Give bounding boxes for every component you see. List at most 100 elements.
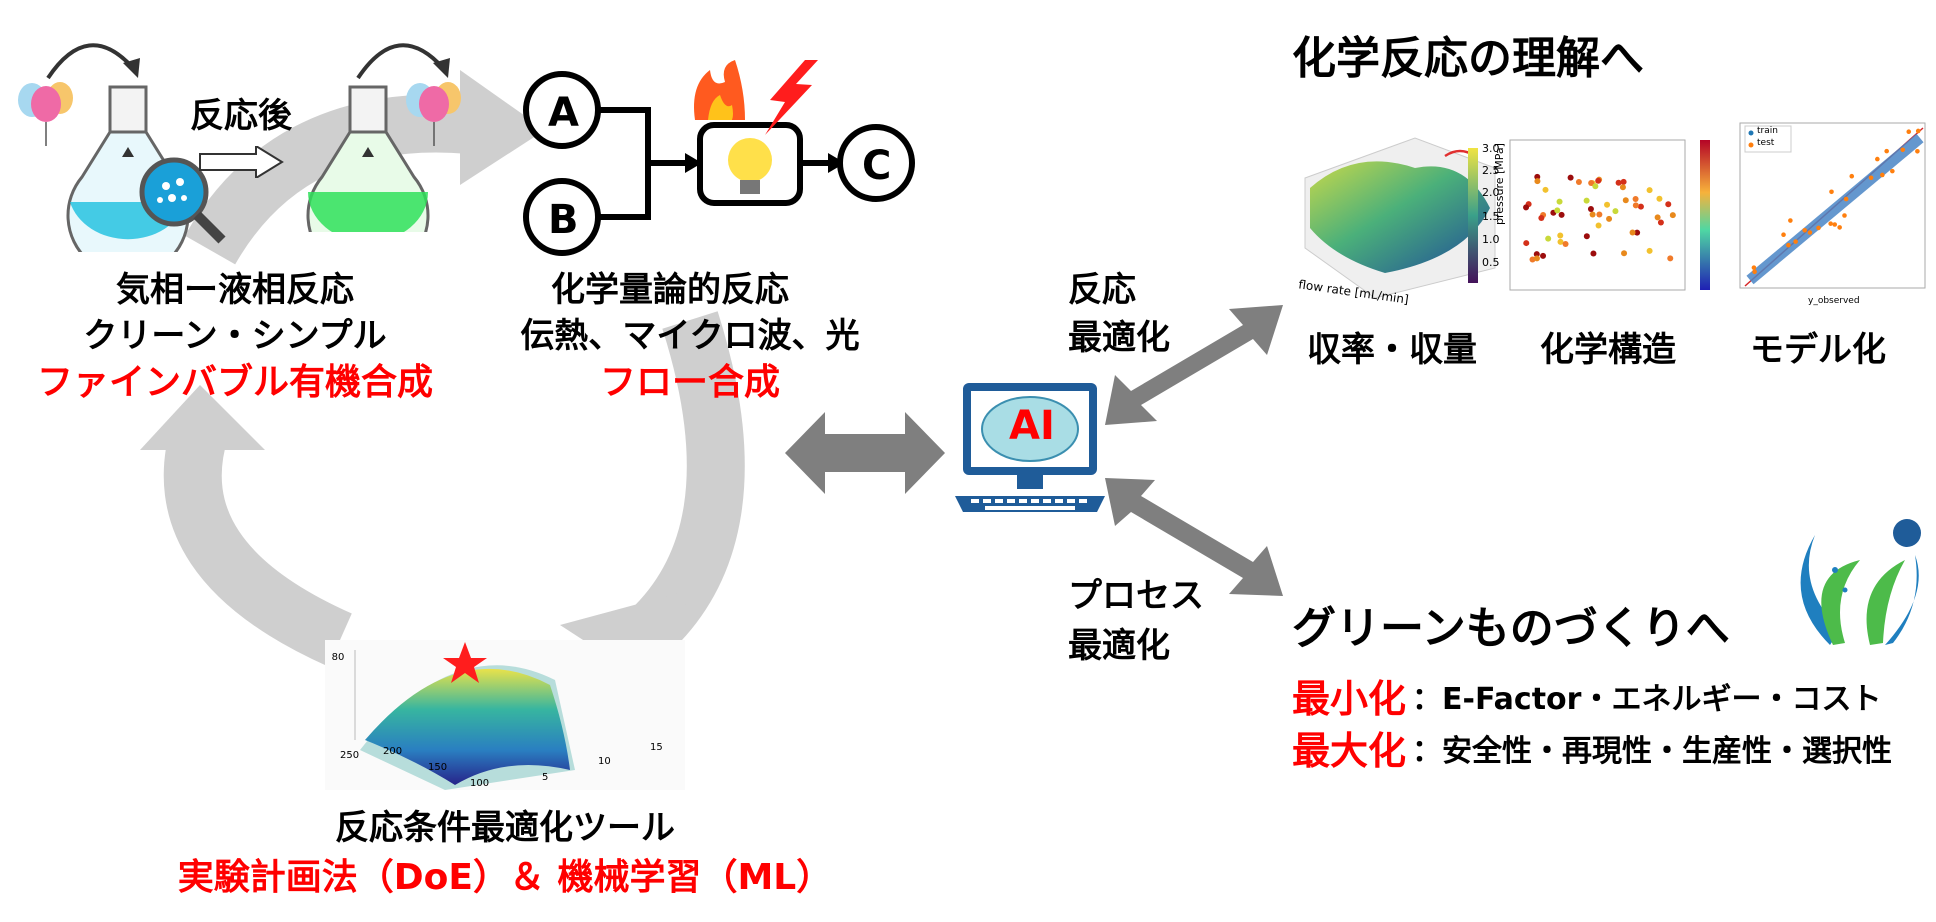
parity-test-point <box>1884 148 1889 154</box>
scatter-point <box>1557 232 1564 239</box>
doe-y-tick: 5 <box>542 772 549 783</box>
curved-arrow-icon <box>46 43 140 80</box>
scatter-point <box>1545 235 1552 242</box>
parity-test-point <box>1793 239 1798 244</box>
scatter-point <box>1538 215 1545 222</box>
colorbar-tick: 2.0 <box>1482 186 1500 199</box>
scatter-point <box>1654 214 1661 221</box>
panel3-caption: モデル化 <box>1750 330 1886 370</box>
parity-xlabel: y_observed <box>1808 296 1860 306</box>
stage2-line2: 伝熱、マイクロ波、光 <box>520 316 860 356</box>
right-arrow-icon <box>199 146 284 178</box>
scatter-point <box>1595 177 1602 184</box>
min-text: ：E-Factor・エネルギー・コスト <box>1412 682 1882 717</box>
ai-label: AI <box>1009 403 1055 449</box>
reaction-opt-line1: 反応 <box>1068 270 1136 310</box>
doe-z-tick: 80 <box>331 652 345 663</box>
parity-test-point <box>1843 196 1849 202</box>
curved-arrow-icon <box>356 43 450 80</box>
parity-test-point <box>1915 128 1921 134</box>
scatter-point <box>1656 195 1663 202</box>
scatter-point <box>1575 178 1582 185</box>
scatter-point <box>1534 178 1541 185</box>
colorbar-tick: 2.5 <box>1482 164 1500 177</box>
scatter-point <box>1542 186 1549 193</box>
parity-test-point <box>1816 225 1821 231</box>
scatter-point <box>1583 233 1590 240</box>
scatter-point <box>1589 211 1596 218</box>
parity-test-point <box>1828 221 1833 226</box>
doe-y-tick: 15 <box>650 742 663 753</box>
scatter-point <box>1634 229 1641 236</box>
scatter-point <box>1595 222 1602 229</box>
scatter-point <box>1669 212 1676 219</box>
doe-x-tick: 200 <box>383 746 403 757</box>
scatter-ylabel: pressure [MPa] <box>1493 143 1506 225</box>
understanding-title: 化学反応の理解へ <box>1292 33 1644 84</box>
process-opt-line2: 最適化 <box>1068 626 1170 666</box>
legend-train: train <box>1757 126 1778 136</box>
scatter-point <box>1523 204 1530 211</box>
doe-y-tick: 10 <box>598 756 611 767</box>
parity-test-point <box>1751 265 1757 270</box>
ai-monitor-icon <box>955 383 1105 512</box>
colorbar <box>1468 148 1478 283</box>
scatter-point <box>1562 240 1569 247</box>
diagonal-arrow-up-icon <box>1105 305 1283 425</box>
sprout-logo <box>1800 519 1921 645</box>
parity-test-point <box>1781 232 1786 238</box>
flask-bubbles-icon <box>66 85 226 252</box>
scatter-point <box>1592 183 1599 190</box>
pressure-scatter-plot <box>1509 139 1686 291</box>
stage1-line2: クリーン・シンプル <box>83 316 387 356</box>
scatter-point <box>1620 178 1627 185</box>
scatter-point <box>1632 202 1639 209</box>
scatter-point <box>1556 198 1563 205</box>
scatter-point <box>1612 208 1619 215</box>
parity-test-point <box>1752 269 1757 275</box>
flask-green-icon <box>306 85 430 232</box>
scatter-point <box>1588 180 1595 187</box>
stage1-line1: 気相ー液相反応 <box>116 270 354 310</box>
doe-x-tick: 250 <box>340 750 360 761</box>
scatter-point <box>1587 205 1594 212</box>
parity-test-point <box>1829 189 1834 195</box>
parity-test-point <box>1890 168 1895 174</box>
scatter-point <box>1583 197 1590 204</box>
scatter-point <box>1557 238 1564 245</box>
scatter-point <box>1523 240 1530 247</box>
scatter-point <box>1646 187 1653 194</box>
parity-test-point <box>1906 129 1912 135</box>
scatter-point <box>1619 184 1626 191</box>
scatter-point <box>1657 219 1664 226</box>
min-label: 最小化 <box>1292 677 1407 721</box>
parity-plot <box>1739 122 1926 289</box>
reaction-opt-line2: 最適化 <box>1068 318 1170 358</box>
stage3-line1: 反応条件最適化ツール <box>335 808 675 848</box>
panel2-caption: 化学構造 <box>1540 330 1676 370</box>
scatter-point <box>1533 255 1540 262</box>
parity-test-point <box>1832 222 1838 227</box>
doe-x-tick: 150 <box>428 762 448 773</box>
max-text: ：安全性・再現性・生産性・選択性 <box>1412 734 1892 769</box>
flow-diagram <box>523 60 915 256</box>
colorbar-tick: 1.0 <box>1482 233 1500 246</box>
node-c-label: C <box>862 143 892 189</box>
colorbar-tick: 3.0 <box>1482 142 1500 155</box>
colorbar-tick: 1.5 <box>1482 210 1500 223</box>
parity-test-point <box>1915 148 1920 154</box>
stage2-line1: 化学量論的反応 <box>551 270 789 310</box>
stage1-highlight: ファインバブル有機合成 <box>36 362 434 403</box>
parity-test-point <box>1849 173 1855 179</box>
scatter-point <box>1534 173 1541 180</box>
colorbar <box>1700 140 1710 290</box>
scatter-point <box>1533 251 1540 258</box>
double-arrow-icon <box>785 412 945 494</box>
scatter-point <box>1621 250 1628 257</box>
stage3-highlight: 実験計画法（DoE）＆ 機械学習（ML） <box>177 857 833 898</box>
green-title: グリーンものづくりへ <box>1292 603 1730 654</box>
process-opt-line1: プロセス <box>1068 576 1204 616</box>
scatter-point <box>1632 196 1639 203</box>
parity-test-point <box>1802 227 1807 233</box>
parity-test-point <box>1875 156 1880 162</box>
